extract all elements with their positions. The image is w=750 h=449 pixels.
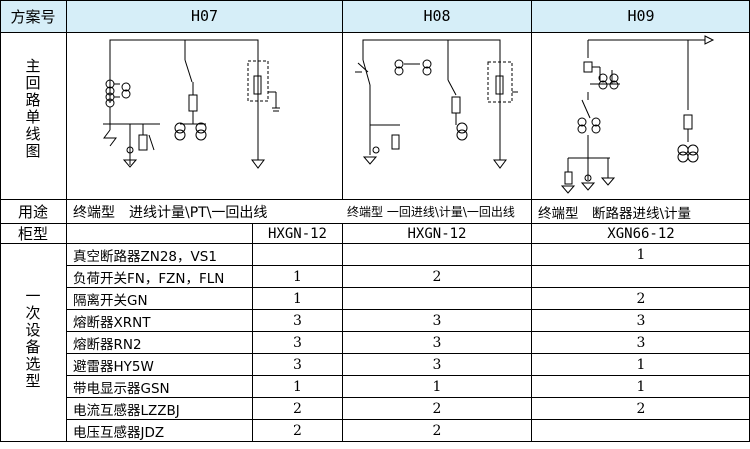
equipment-qty-h09: 3 [636, 335, 646, 351]
equipment-qty-h08 [343, 288, 531, 310]
diagram-h07 [103, 39, 280, 169]
header-col-h08: H08 [343, 0, 531, 32]
label-main-circuit: 主 回 路 单 线 图 [0, 58, 66, 160]
cabinet-h07: HXGN-12 [267, 225, 327, 242]
equipment-qty-h09: 2 [636, 291, 646, 307]
equipment-qty-h09: 1 [636, 379, 646, 395]
usage-h07: 终端型 进线计量\PT\一回出线 [73, 204, 268, 221]
equipment-qty-h07: 2 [293, 401, 302, 417]
equipment-qty-h08 [343, 244, 531, 266]
label-char: 设 [25, 321, 41, 339]
equipment-qty-h08: 3 [432, 313, 442, 329]
diagram-h09 [560, 35, 715, 194]
equipment-name: 带电显示器GSN [73, 381, 170, 397]
label-primary-equipment: 一 次 设 备 选 型 [0, 288, 66, 390]
equipment-name: 避雷器HY5W [73, 359, 154, 375]
usage-h08: 终端型 一回进线\计量\一回出线 [347, 205, 515, 219]
equipment-qty-h07: 1 [293, 379, 302, 395]
label-char: 主 [25, 57, 41, 75]
diagram-h08 [355, 39, 518, 169]
label-char: 备 [25, 338, 41, 356]
label-usage: 用途 [17, 203, 48, 221]
equipment-qty-h07 [253, 244, 342, 266]
equipment-qty-h07: 3 [293, 313, 302, 329]
label-char: 型 [25, 372, 41, 390]
equipment-qty-h08: 2 [432, 401, 442, 417]
equipment-name: 熔断器RN2 [73, 337, 142, 353]
equipment-qty-h09: 1 [636, 247, 646, 263]
label-char: 图 [25, 142, 41, 160]
equipment-name: 隔离开关GN [73, 293, 148, 309]
label-char: 次 [25, 304, 41, 322]
cabinet-h08: HXGN-12 [407, 225, 467, 242]
equipment-qty-h07: 3 [293, 335, 302, 351]
label-char: 选 [25, 355, 41, 373]
equipment-qty-h09: 2 [636, 401, 646, 417]
equipment-qty-h08: 3 [432, 335, 442, 351]
cabinet-h09: XGN66-12 [607, 225, 675, 242]
equipment-qty-h08: 1 [432, 379, 442, 395]
equipment-qty-h08: 3 [432, 357, 442, 373]
label-char: 一 [25, 287, 41, 305]
equipment-name: 电流互感器LZZBJ [73, 403, 180, 419]
equipment-qty-h08: 2 [432, 423, 442, 439]
equipment-qty-h07: 1 [293, 269, 302, 285]
label-char: 线 [25, 125, 41, 143]
equipment-name: 负荷开关FN，FZN，FLN [73, 271, 225, 287]
equipment-qty-h09 [532, 420, 750, 442]
header-col-h07: H07 [67, 0, 342, 32]
usage-h09: 终端型 断路器进线\计量 [538, 205, 692, 222]
equipment-name: 熔断器XRNT [73, 315, 151, 331]
equipment-qty-h07: 2 [293, 423, 302, 439]
header-scheme-label: 方案号 [0, 0, 66, 32]
equipment-qty-h09: 3 [636, 313, 646, 329]
label-char: 回 [25, 74, 41, 92]
equipment-qty-h08: 2 [432, 269, 442, 285]
equipment-qty-h09: 1 [636, 357, 646, 373]
equipment-name: 电压互感器JDZ [73, 425, 165, 441]
label-char: 单 [25, 108, 41, 126]
label-char: 路 [25, 91, 41, 109]
equipment-name: 真空断路器ZN28，VS1 [73, 249, 217, 265]
label-cabinet: 柜型 [17, 225, 48, 243]
header-col-h09: H09 [532, 0, 750, 32]
equipment-qty-h09 [532, 266, 750, 288]
equipment-qty-h07: 1 [293, 291, 302, 307]
equipment-qty-h07: 3 [293, 357, 302, 373]
